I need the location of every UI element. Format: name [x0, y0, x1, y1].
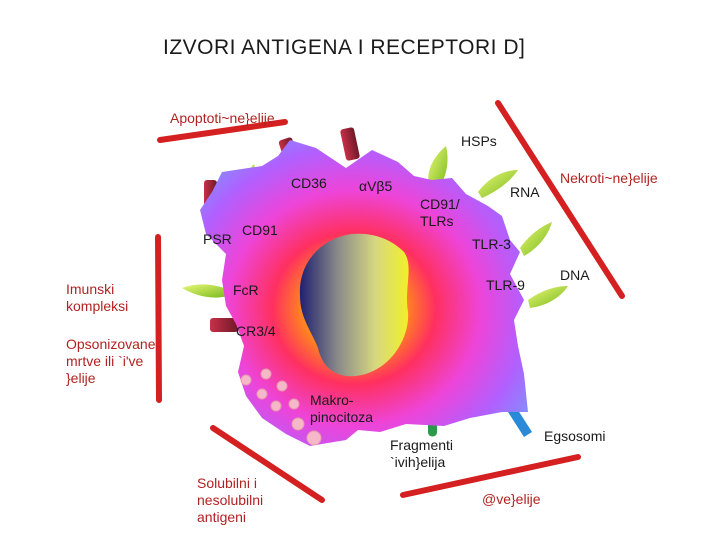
avb5-label: αVβ5: [359, 178, 393, 194]
vesicles: [240, 368, 322, 446]
fcr-label: FcR: [233, 282, 259, 298]
fragments-label: Fragmenti `ivih}elija: [390, 437, 454, 470]
live-cells-bar: [400, 454, 581, 498]
macropinocytosis-label: Makro- pinocitoza: [310, 392, 374, 425]
vesicle: [240, 374, 252, 386]
necrotic-bar: [495, 100, 625, 299]
vesicle: [288, 398, 300, 410]
tlr3-receptor: [520, 222, 552, 256]
live-cells-label: @ve}elije: [482, 491, 541, 507]
vesicle: [256, 388, 268, 400]
fcr-receptor: [182, 284, 230, 298]
cr34-label: CR3/4: [236, 323, 276, 339]
tlr3-label: TLR-3: [472, 236, 511, 252]
vesicle: [270, 400, 282, 412]
opsonized-cells-label: Opsonizovane mrtve ili `i've }elije: [66, 336, 156, 386]
page-title: IZVORI ANTIGENA I RECEPTORI D]: [163, 36, 526, 59]
necrotic-cells-label: Nekroti~ne}elije: [560, 170, 658, 186]
apoptotic-bar: [157, 119, 288, 143]
immune-complexes-label: Imunski kompleksi: [66, 281, 129, 314]
nucleus: [299, 233, 409, 377]
dna-label: DNA: [560, 267, 590, 283]
cd91-tlrs-label: CD91/ TLRs: [420, 196, 460, 229]
exosomes-receptor: [508, 407, 532, 437]
vesicle: [291, 417, 305, 431]
vesicle: [276, 380, 288, 392]
source-bars: [155, 100, 625, 503]
vesicle: [306, 430, 322, 446]
tlr9-receptor: [528, 286, 568, 308]
exosomes-label: Egsosomi: [544, 428, 606, 444]
cr34-receptor: [210, 318, 238, 332]
vesicle: [260, 368, 272, 380]
apoptotic-cells-label: Apoptoti~ne}elije: [170, 110, 275, 126]
immune-complex-bar: [155, 234, 162, 403]
cd36-label: CD36: [291, 175, 327, 191]
soluble-antigens-label: Solubilni i nesolubilni antigeni: [197, 475, 264, 525]
cd91-tlrs-receptor: [478, 170, 518, 198]
rna-label: RNA: [510, 184, 540, 200]
psr-label: PSR: [203, 231, 232, 247]
cd91-label: CD91: [242, 222, 278, 238]
avb5-receptor: [340, 127, 360, 161]
tlr9-label: TLR-9: [486, 277, 525, 293]
soluble-bar: [210, 425, 325, 503]
hsps-label: HSPs: [461, 133, 497, 149]
